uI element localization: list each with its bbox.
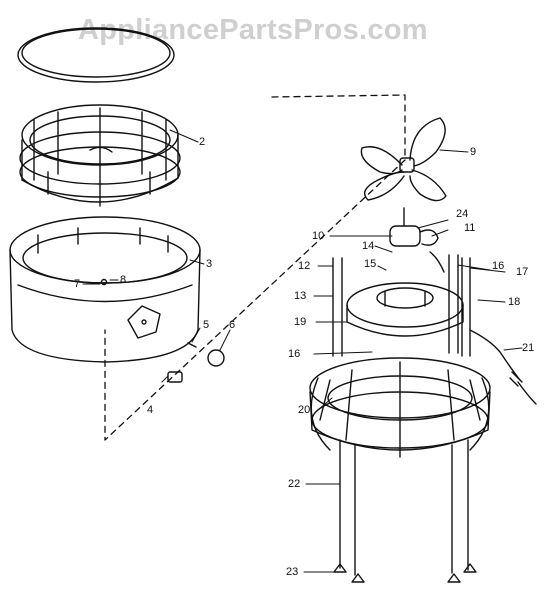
callout-3: 3 <box>206 258 213 270</box>
callout-15: 15 <box>364 258 377 270</box>
callout-22: 22 <box>288 478 301 490</box>
watermark: AppliancePartsPros.com <box>78 14 428 46</box>
callout-4: 4 <box>147 404 154 416</box>
part-motor-plate <box>346 282 464 337</box>
callout-17: 17 <box>516 266 529 278</box>
callout-23: 23 <box>286 566 299 578</box>
callout-13: 13 <box>294 290 307 302</box>
callout-9: 9 <box>470 146 477 158</box>
part-lid <box>17 27 175 83</box>
part-support-rods <box>332 254 471 357</box>
part-lower-grille <box>309 357 491 458</box>
callout-5: 5 <box>203 319 210 331</box>
callout-12: 12 <box>298 260 311 272</box>
dashed-guide-line <box>104 94 406 441</box>
callout-16-upper: 16 <box>492 260 505 272</box>
callout-19: 19 <box>294 316 307 328</box>
callout-21: 21 <box>522 342 535 354</box>
part-fan-blade <box>360 117 447 202</box>
callout-16-lower: 16 <box>288 348 301 360</box>
callout-20: 20 <box>298 404 311 416</box>
callout-6: 6 <box>229 319 236 331</box>
part-motor-assembly <box>389 207 445 273</box>
callout-18: 18 <box>508 296 521 308</box>
callout-24: 24 <box>456 208 469 220</box>
callout-7: 7 <box>74 278 81 290</box>
part-legs <box>339 439 469 576</box>
callout-8: 8 <box>120 274 127 286</box>
callout-10: 10 <box>312 230 325 242</box>
callout-14: 14 <box>362 240 375 252</box>
part-feet <box>333 563 477 583</box>
part-power-cord <box>469 329 537 405</box>
part-small-pieces <box>167 342 225 383</box>
callout-11: 11 <box>464 222 476 234</box>
callout-leaders <box>82 129 523 573</box>
callout-2: 2 <box>199 136 206 148</box>
part-top-grille <box>19 104 181 207</box>
